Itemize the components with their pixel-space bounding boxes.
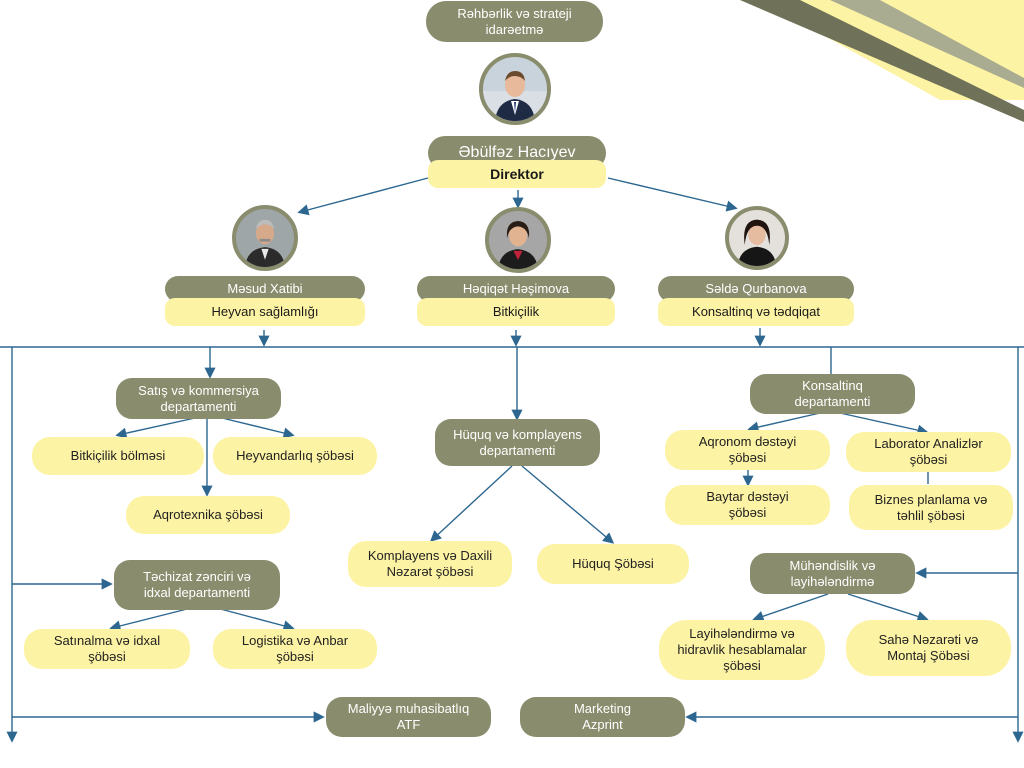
- deputy-avatar-2: [485, 207, 551, 273]
- deputy-title-2: Bitkiçilik: [417, 298, 615, 326]
- consulting-unit-business: Biznes planlama və təhlil şöbəsi: [849, 485, 1013, 530]
- finance-department: Maliyyə muhasibatlıq ATF: [326, 697, 491, 737]
- marketing-department: Marketing Azprint: [520, 697, 685, 737]
- director-title: Direktor: [428, 160, 606, 188]
- consulting-department: Konsaltinq departamenti: [750, 374, 915, 414]
- consulting-unit-vet: Baytar dəstəyi şöbəsi: [665, 485, 830, 525]
- top-label: Rəhbərlik və strateji idarəetmə: [426, 1, 603, 42]
- deputy-name-3: Səldə Qurbanova: [658, 276, 854, 302]
- deputy-name-2: Həqiqət Həşimova: [417, 276, 615, 302]
- engineering-unit-field: Sahə Nəzarəti və Montaj Şöbəsi: [846, 620, 1011, 676]
- deputy-title-3: Konsaltinq və tədqiqat: [658, 298, 854, 326]
- deputy-avatar-3: [725, 206, 789, 270]
- sales-unit-crop: Bitkiçilik bölməsi: [32, 437, 204, 475]
- sales-department: Satış və kommersiya departamenti: [116, 378, 281, 419]
- engineering-unit-design: Layihələndirmə və hidravlik hesablamalar…: [659, 620, 825, 680]
- deputy-title-1: Heyvan sağlamlığı: [165, 298, 365, 326]
- sales-unit-agrotech: Aqrotexnika şöbəsi: [126, 496, 290, 534]
- consulting-unit-agronomy: Aqronom dəstəyi şöbəsi: [665, 430, 830, 470]
- legal-unit-compliance: Komplayens və Daxili Nəzarət şöbəsi: [348, 541, 512, 587]
- director-avatar: [479, 53, 551, 125]
- deputy-name-1: Məsud Xatibi: [165, 276, 365, 302]
- consulting-unit-lab: Laborator Analizlər şöbəsi: [846, 432, 1011, 472]
- legal-department: Hüquq və komplayens departamenti: [435, 419, 600, 466]
- deputy-avatar-1: [232, 205, 298, 271]
- sales-unit-livestock: Heyvandarlıq şöbəsi: [213, 437, 377, 475]
- supply-department: Təchizat zənciri və idxal departamenti: [114, 560, 280, 610]
- engineering-department: Mühəndislik və layihələndirmə: [750, 553, 915, 594]
- legal-unit-law: Hüquq Şöbəsi: [537, 544, 689, 584]
- supply-unit-procurement: Satınalma və idxal şöbəsi: [24, 629, 190, 669]
- supply-unit-logistics: Logistika və Anbar şöbəsi: [213, 629, 377, 669]
